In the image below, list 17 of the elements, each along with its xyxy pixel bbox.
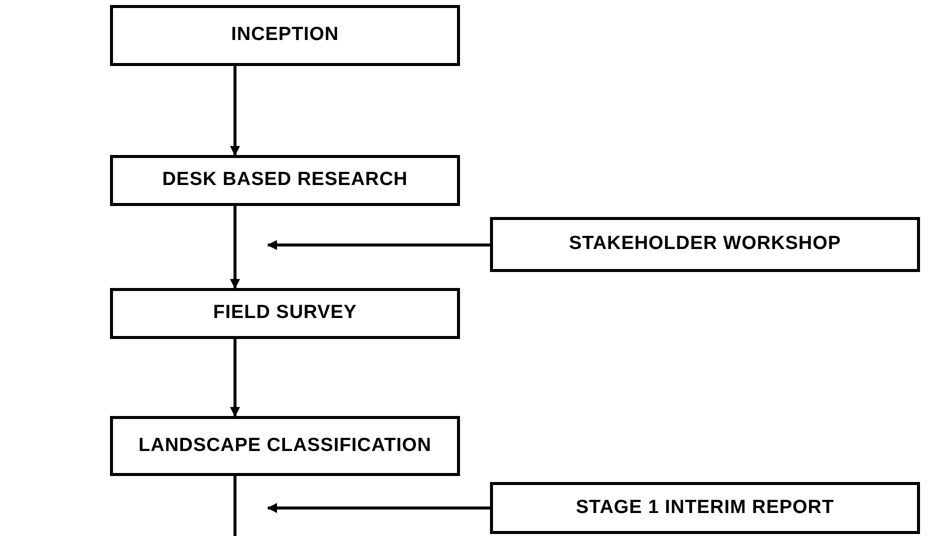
- process-box: [490, 217, 920, 272]
- box-label: STAKEHOLDER WORKSHOP: [569, 232, 841, 256]
- arrow: [267, 503, 490, 513]
- box-label: STAGE 1 INTERIM REPORT: [576, 496, 834, 520]
- process-box: [110, 288, 460, 339]
- arrow: [267, 240, 490, 250]
- arrow: [230, 339, 240, 417]
- arrow: [230, 66, 240, 156]
- process-box: [110, 416, 460, 476]
- process-box: [110, 155, 460, 206]
- process-box: [110, 5, 460, 66]
- arrow: [230, 206, 240, 289]
- box-label: FIELD SURVEY: [213, 301, 357, 326]
- box-label: DESK BASED RESEARCH: [162, 168, 408, 192]
- process-box: [490, 482, 920, 534]
- box-label: INCEPTION: [231, 23, 339, 48]
- box-label: LANDSCAPE CLASSIFICATION: [138, 434, 432, 458]
